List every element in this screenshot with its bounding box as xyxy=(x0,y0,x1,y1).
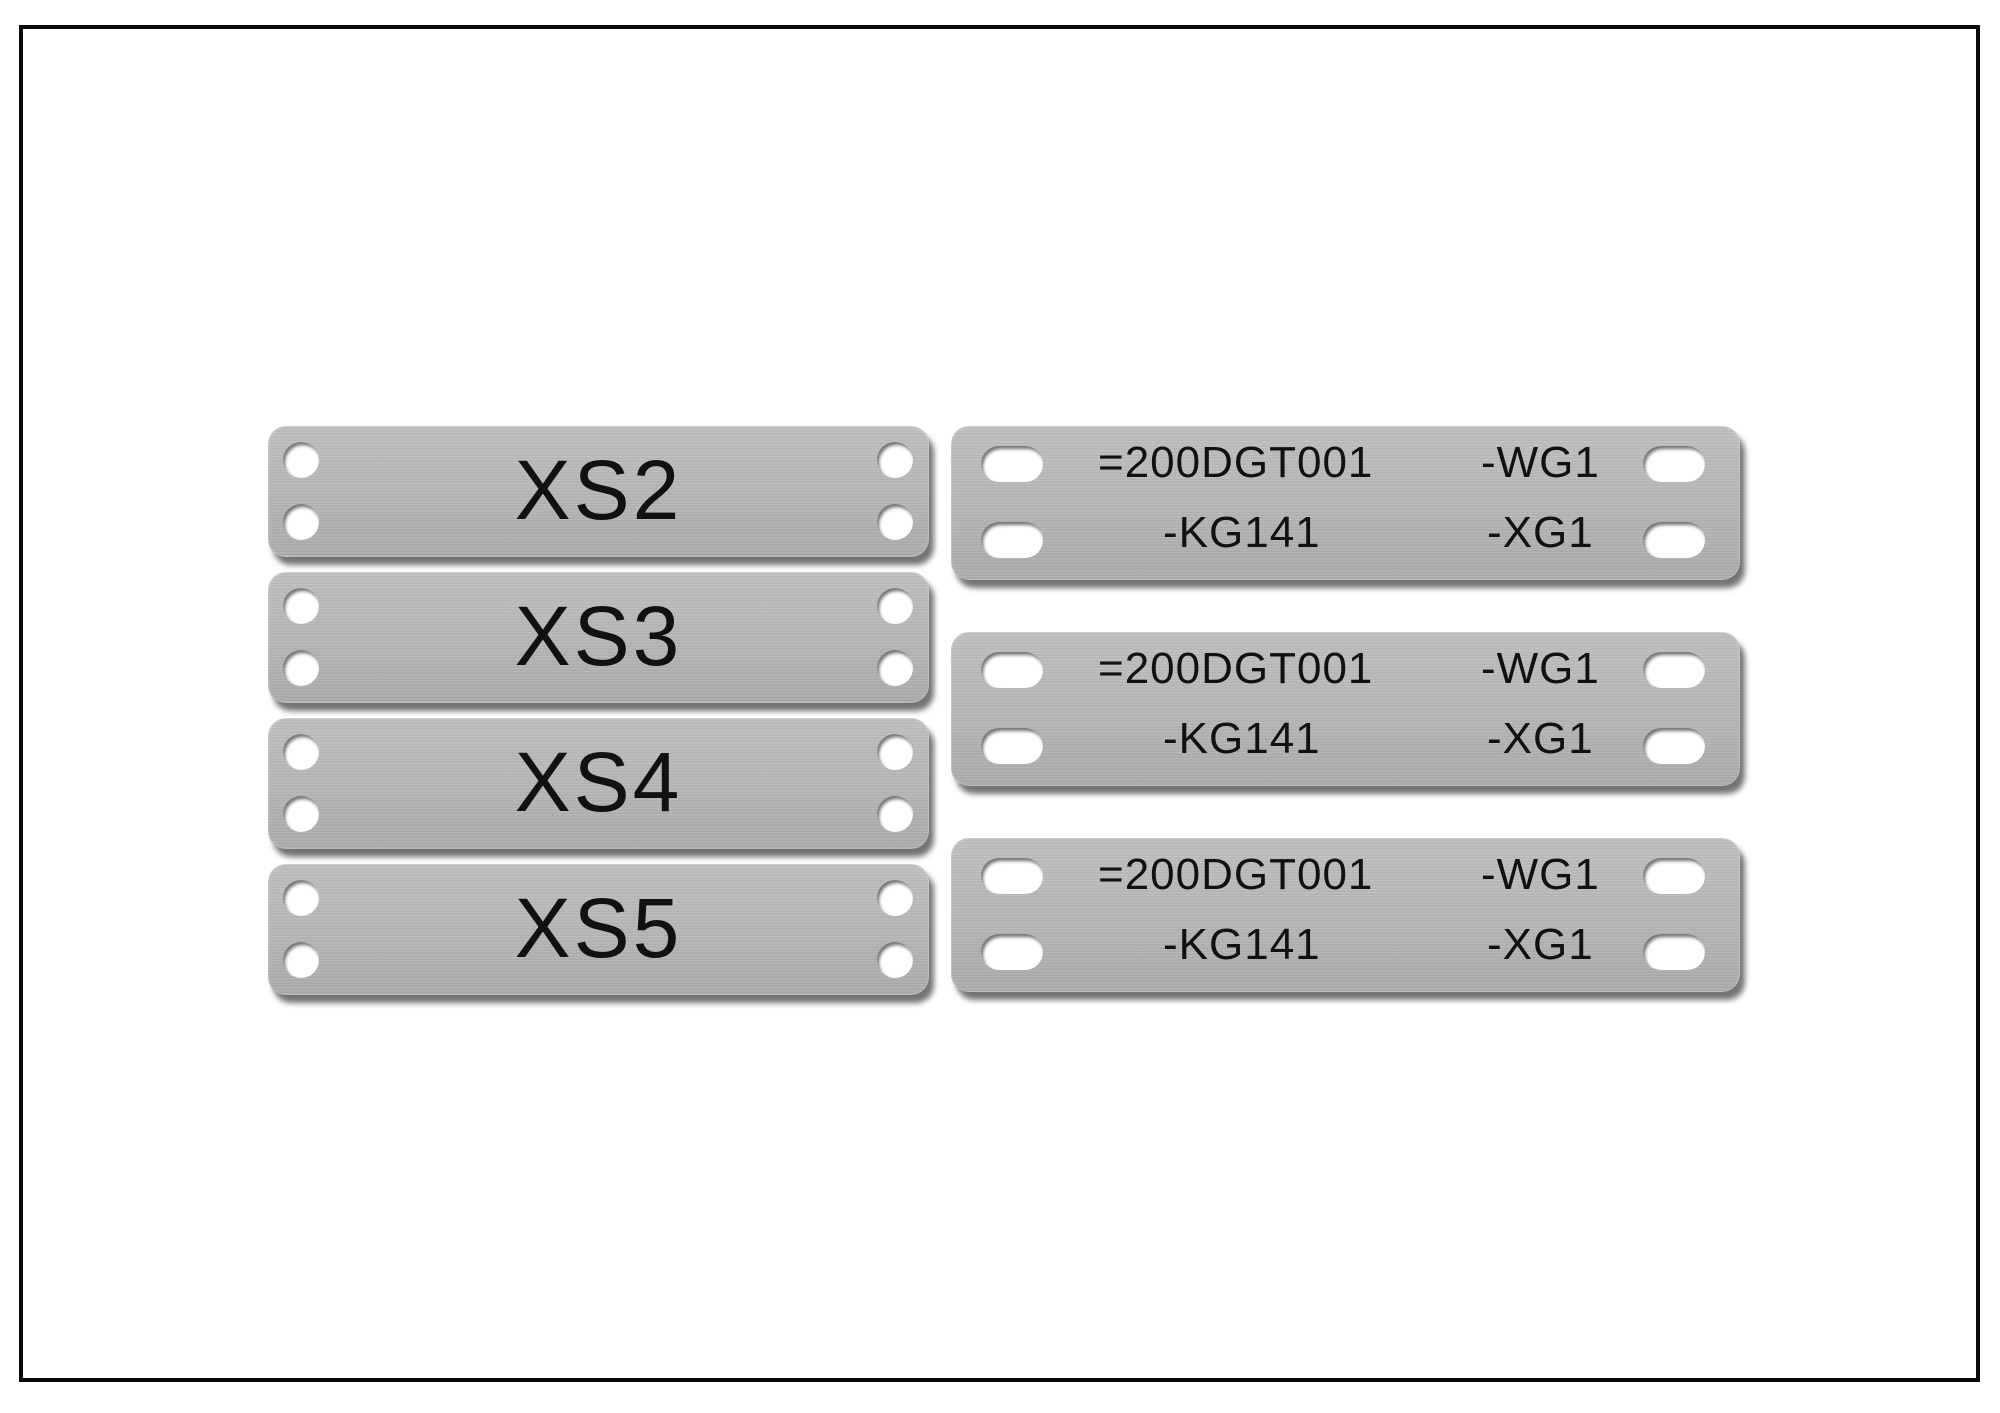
mounting-hole-icon xyxy=(877,504,913,540)
mounting-hole-icon xyxy=(877,442,913,478)
tag-line1-left: =200DGT001 xyxy=(1098,438,1374,487)
small-tag: XS4 xyxy=(268,718,929,849)
mounting-hole-icon xyxy=(877,796,913,832)
tag-line2-left: -KG141 xyxy=(1163,920,1321,969)
mounting-hole-icon xyxy=(283,942,319,978)
mounting-hole-icon xyxy=(283,588,319,624)
mounting-slot-icon xyxy=(1643,446,1705,482)
mounting-slot-icon xyxy=(981,728,1043,764)
mounting-slot-icon xyxy=(981,446,1043,482)
tag-label: XS3 xyxy=(514,589,683,683)
mounting-slot-icon xyxy=(981,934,1043,970)
tag-line1-left: =200DGT001 xyxy=(1098,644,1374,693)
tag-line1-right: -WG1 xyxy=(1481,644,1600,693)
mounting-hole-icon xyxy=(877,734,913,770)
mounting-hole-icon xyxy=(877,588,913,624)
large-tag: =200DGT001 -WG1 -KG141 -XG1 xyxy=(951,838,1740,992)
tag-line1-left: =200DGT001 xyxy=(1098,850,1374,899)
small-tag: XS3 xyxy=(268,572,929,703)
tag-label: XS5 xyxy=(514,881,683,975)
mounting-hole-icon xyxy=(283,880,319,916)
tag-line1-right: -WG1 xyxy=(1481,438,1600,487)
tag-line2-right: -XG1 xyxy=(1487,920,1594,969)
mounting-hole-icon xyxy=(283,734,319,770)
tag-label: XS2 xyxy=(514,443,683,537)
tag-line1-right: -WG1 xyxy=(1481,850,1600,899)
mounting-hole-icon xyxy=(283,796,319,832)
mounting-slot-icon xyxy=(981,522,1043,558)
image-frame: XS2 XS3 XS4 XS5 =200DGT001 -WG1 -KG141 -… xyxy=(19,25,1980,1382)
large-tag: =200DGT001 -WG1 -KG141 -XG1 xyxy=(951,426,1740,580)
mounting-slot-icon xyxy=(1643,522,1705,558)
tag-line2-left: -KG141 xyxy=(1163,508,1321,557)
mounting-hole-icon xyxy=(283,504,319,540)
mounting-slot-icon xyxy=(1643,934,1705,970)
mounting-slot-icon xyxy=(1643,652,1705,688)
tag-label: XS4 xyxy=(514,735,683,829)
large-tag: =200DGT001 -WG1 -KG141 -XG1 xyxy=(951,632,1740,786)
mounting-hole-icon xyxy=(283,442,319,478)
mounting-slot-icon xyxy=(981,652,1043,688)
mounting-slot-icon xyxy=(981,858,1043,894)
mounting-hole-icon xyxy=(877,880,913,916)
tag-line2-right: -XG1 xyxy=(1487,508,1594,557)
mounting-hole-icon xyxy=(877,942,913,978)
tag-line2-right: -XG1 xyxy=(1487,714,1594,763)
mounting-hole-icon xyxy=(283,650,319,686)
tag-line2-left: -KG141 xyxy=(1163,714,1321,763)
mounting-slot-icon xyxy=(1643,858,1705,894)
small-tag: XS5 xyxy=(268,864,929,995)
mounting-hole-icon xyxy=(877,650,913,686)
small-tag: XS2 xyxy=(268,426,929,557)
mounting-slot-icon xyxy=(1643,728,1705,764)
